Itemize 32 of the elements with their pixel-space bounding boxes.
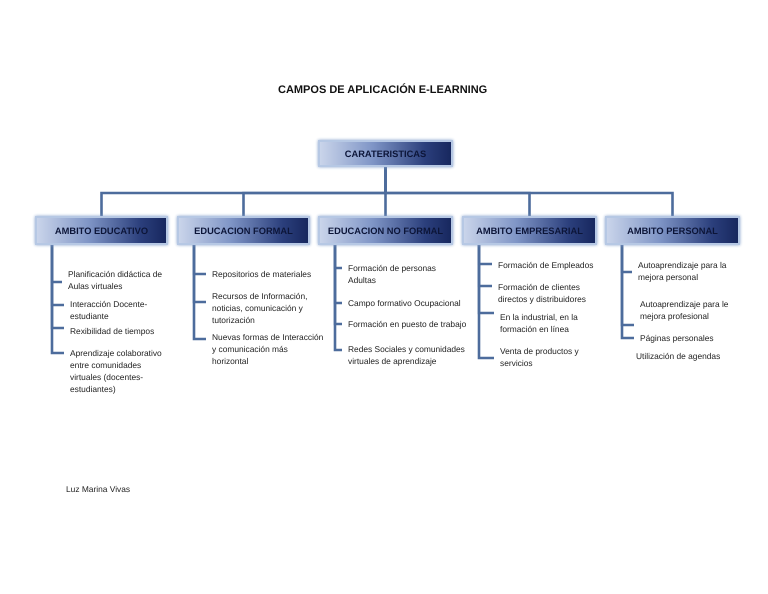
category-box: EDUCACION NO FORMAL (318, 216, 453, 245)
connector-line (478, 245, 494, 360)
list-item-text: Autoaprendizaje para la mejora personal (632, 259, 742, 283)
list-item-text: Aprendizaje colaborativo entre comunidades virtuales (docentes-estudiantes) (64, 347, 164, 395)
list-item-text: Recursos de Información, noticias, comunicación y tutorización (206, 290, 318, 326)
category-box: AMBITO EDUCATIVO (35, 216, 168, 245)
list-item-text: Formación en puesto de trabajo (342, 318, 472, 330)
connector-line (384, 167, 674, 216)
list-item-text: En la industrial, en la formación en línea (494, 311, 604, 335)
diagram-title: CAMPOS DE APLICACIÓN E-LEARNING (278, 84, 488, 96)
list-item-text: Formación de clientes directos y distribuidores (492, 281, 607, 305)
category-box: EDUCACION FORMAL (177, 216, 310, 245)
connector-line (50, 245, 64, 354)
list-item-text: Rexibilidad de tiempos (64, 325, 184, 337)
list-item-text: Planificación didáctica de Aulas virtuales (62, 268, 174, 292)
list-item-text: Interacción Docente-estudiante (64, 298, 164, 322)
list-item-text: Autoaprendizaje para le mejora profesional (634, 298, 744, 322)
connector-line (334, 245, 342, 352)
list-item-text: Utilización de agendas (636, 351, 720, 361)
list-item-text: Repositorios de materiales (206, 268, 326, 280)
category-box: AMBITO PERSONAL (605, 216, 740, 245)
list-item-text: Nuevas formas de Interacción y comunicación más horizontal (206, 331, 326, 367)
list-item-text: Páginas personales (634, 332, 744, 344)
category-box: AMBITO EMPRESARIAL (462, 216, 597, 245)
list-item-text: Formación de Empleados (492, 259, 612, 271)
list-item-text: Formación de personas Adultas (342, 262, 462, 286)
list-item-text: Venta de productos y servicios (494, 345, 604, 369)
list-item-text: Campo formativo Ocupacional (342, 297, 467, 309)
category-box: CARATERISTICAS (318, 140, 453, 167)
connector-line (192, 245, 206, 340)
list-item-text: Redes Sociales y comunidades virtuales de aprendizaje (342, 343, 472, 367)
author-name: Luz Marina Vivas (66, 484, 130, 494)
